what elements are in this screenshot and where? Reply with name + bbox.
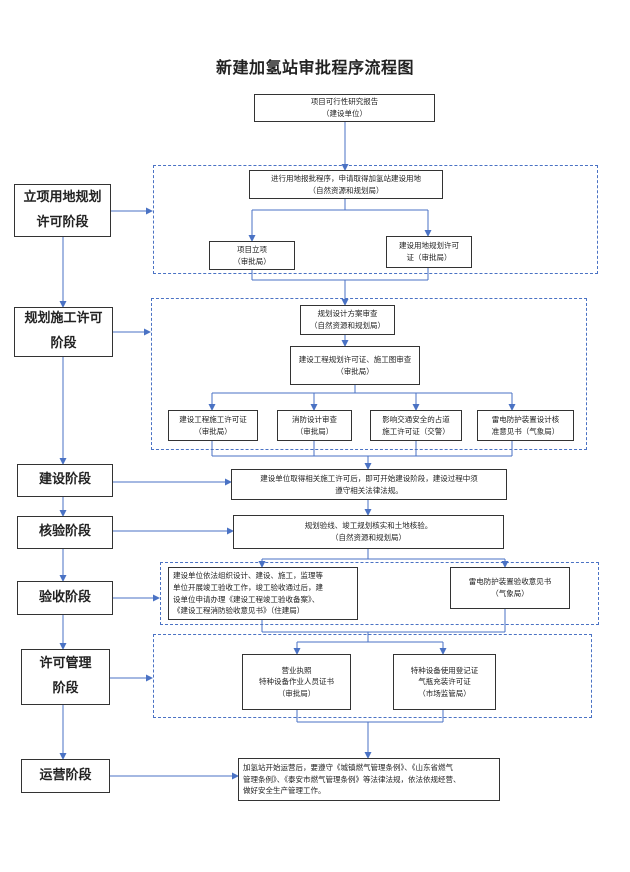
box-fire-review: 消防设计审查 （审批局） [277,410,352,441]
box-planning-permit: 建设工程规划许可证、施工图审查 （审批局） [290,346,420,385]
group-licensing [153,634,592,718]
box-construction-phase: 建设单位取得相关施工许可后，即可开始建设阶段，建设过程中须 遵守相关法律法规。 [231,469,507,500]
stage-acceptance: 验收阶段 [17,581,113,615]
stage-planning-construction: 规划施工许可 阶段 [14,307,113,357]
group-land-planning [153,165,598,274]
box-lightning-design: 雷电防护装置设计核 准意见书（气象局） [477,410,574,441]
box-operation: 加氢站开始运营后，要遵守《城镇燃气管理条例》、《山东省燃气 管理条例》、《泰安市… [238,758,500,801]
box-lightning-acceptance: 雷电防护装置验收意见书 （气象局） [450,567,570,609]
box-equipment-license: 特种设备使用登记证 气瓶充装许可证 （市场监管局） [393,654,496,710]
stage-construction: 建设阶段 [17,464,113,497]
group-acceptance [160,562,599,625]
stage-verification: 核验阶段 [17,516,113,549]
box-feasibility-report: 项目可行性研究报告 （建设单位） [254,94,435,122]
stage-operation: 运营阶段 [21,759,110,793]
stage-licensing: 许可管理 阶段 [21,649,110,705]
stage-land-planning: 立项用地规划 许可阶段 [14,184,111,237]
page-title: 新建加氢站审批程序流程图 [215,58,414,77]
box-verification: 规划验线、竣工规划核实和土地核验。 （自然资源和规划局） [233,515,504,549]
group-planning-construction [151,298,587,450]
box-acceptance: 建设单位依法组织设计、建设、施工，监理等 单位开展竣工验收工作，竣工验收通过后，… [168,567,358,620]
box-construction-permit: 建设工程施工许可证 （审批局） [168,410,258,441]
box-design-review: 规划设计方案审查 （自然资源和规划局） [300,305,395,335]
box-business-license: 营业执照 特种设备作业人员证书 （审批局） [242,654,351,710]
box-land-planning-permit: 建设用地规划许可 证（审批局） [386,236,472,268]
box-land-approval: 进行用地报批程序，申请取得加氢站建设用地 （自然资源和规划局） [249,170,443,199]
box-project-approval: 项目立项 （审批局） [209,241,295,270]
box-traffic-permit: 影响交通安全的占道 施工许可证（交警） [370,410,462,441]
